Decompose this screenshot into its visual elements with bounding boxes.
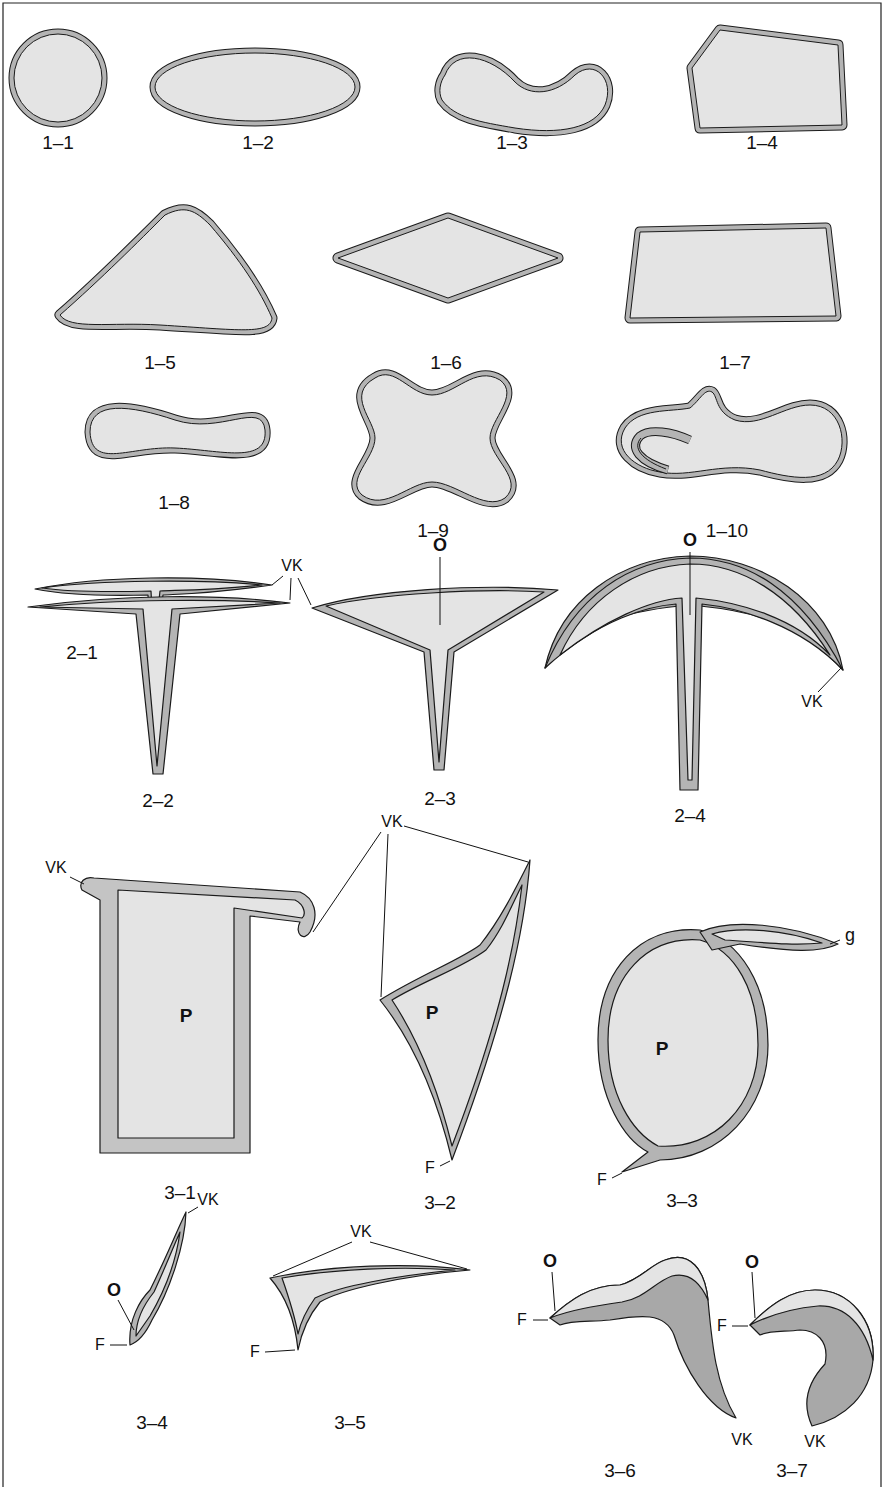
grain-wall: [357, 375, 511, 502]
figure-number: 2–3: [424, 789, 456, 808]
grain-wall: [14, 34, 102, 122]
grain-wall: [630, 228, 836, 318]
grain-wall: [90, 408, 265, 453]
part-label: VK: [804, 1434, 825, 1450]
figure-number: 3–1: [164, 1183, 196, 1202]
grain-wall: [440, 58, 608, 131]
figure-number: 3–6: [604, 1461, 636, 1480]
grain-wall: [338, 218, 558, 298]
figure-number: 1–3: [496, 133, 528, 152]
figure-number: 2–2: [142, 791, 174, 810]
grain-wall: [155, 53, 355, 121]
grain-wall: [630, 228, 836, 318]
grain-wall: [357, 375, 511, 502]
part-label: O: [683, 531, 697, 549]
figure-number: 1–8: [158, 493, 190, 512]
figure-number: 3–3: [666, 1191, 698, 1210]
figure-number: 3–2: [424, 1193, 456, 1212]
part-label: F: [95, 1337, 105, 1353]
part-label: F: [517, 1312, 527, 1328]
part-label: F: [597, 1172, 607, 1188]
part-label: VK: [281, 558, 302, 574]
part-label: P: [180, 1006, 193, 1025]
grain-wall: [692, 30, 842, 128]
grain-wall: [357, 375, 511, 502]
part-label: O: [433, 536, 447, 554]
figure-number: 1–2: [242, 133, 274, 152]
figure-number: 3–7: [776, 1461, 808, 1480]
figure-number: 2–4: [674, 806, 706, 825]
part-label: F: [425, 1160, 435, 1176]
figure-number: 3–5: [334, 1413, 366, 1432]
grain-wall: [14, 34, 102, 122]
part-label: VK: [381, 814, 402, 830]
grain-wall: [90, 408, 265, 453]
figure-number: 2–1: [66, 643, 98, 662]
grain-wall: [338, 218, 558, 298]
figure-number: 1–1: [42, 133, 74, 152]
figure-number: 1–5: [144, 353, 176, 372]
grain-wall: [60, 210, 272, 330]
grain-wall: [60, 210, 272, 330]
grain-wall: [630, 228, 836, 318]
grain-wall: [692, 30, 842, 128]
grain-wall: [440, 58, 608, 131]
part-label: VK: [801, 694, 822, 710]
figure-number: 1–10: [706, 521, 748, 540]
figure-number: 1–4: [746, 133, 778, 152]
grain-wall: [90, 408, 265, 453]
grain-wall: [60, 210, 272, 330]
part-label: VK: [350, 1224, 371, 1240]
grain-wall: [338, 218, 558, 298]
grain-wall: [621, 391, 842, 477]
part-label: O: [107, 1281, 121, 1299]
grain-wall: [14, 34, 102, 122]
part-label: O: [543, 1252, 557, 1270]
grain-wall: [155, 53, 355, 121]
grain-wall: [440, 58, 608, 131]
grain-wall: [692, 30, 842, 128]
part-label: VK: [45, 860, 66, 876]
grain-wall: [621, 391, 842, 477]
figure-number: 3–4: [136, 1413, 168, 1432]
grain-wall: [621, 391, 842, 477]
part-label: F: [717, 1318, 727, 1334]
part-label: g: [845, 926, 855, 944]
part-label: P: [426, 1003, 439, 1022]
part-label: VK: [731, 1432, 752, 1448]
grain-wall: [155, 53, 355, 121]
figure-number: 1–7: [719, 353, 751, 372]
figure-number: 1–6: [430, 353, 462, 372]
part-label: VK: [197, 1192, 218, 1208]
part-label: F: [250, 1344, 260, 1360]
part-label: P: [656, 1039, 669, 1058]
part-label: O: [745, 1253, 759, 1271]
